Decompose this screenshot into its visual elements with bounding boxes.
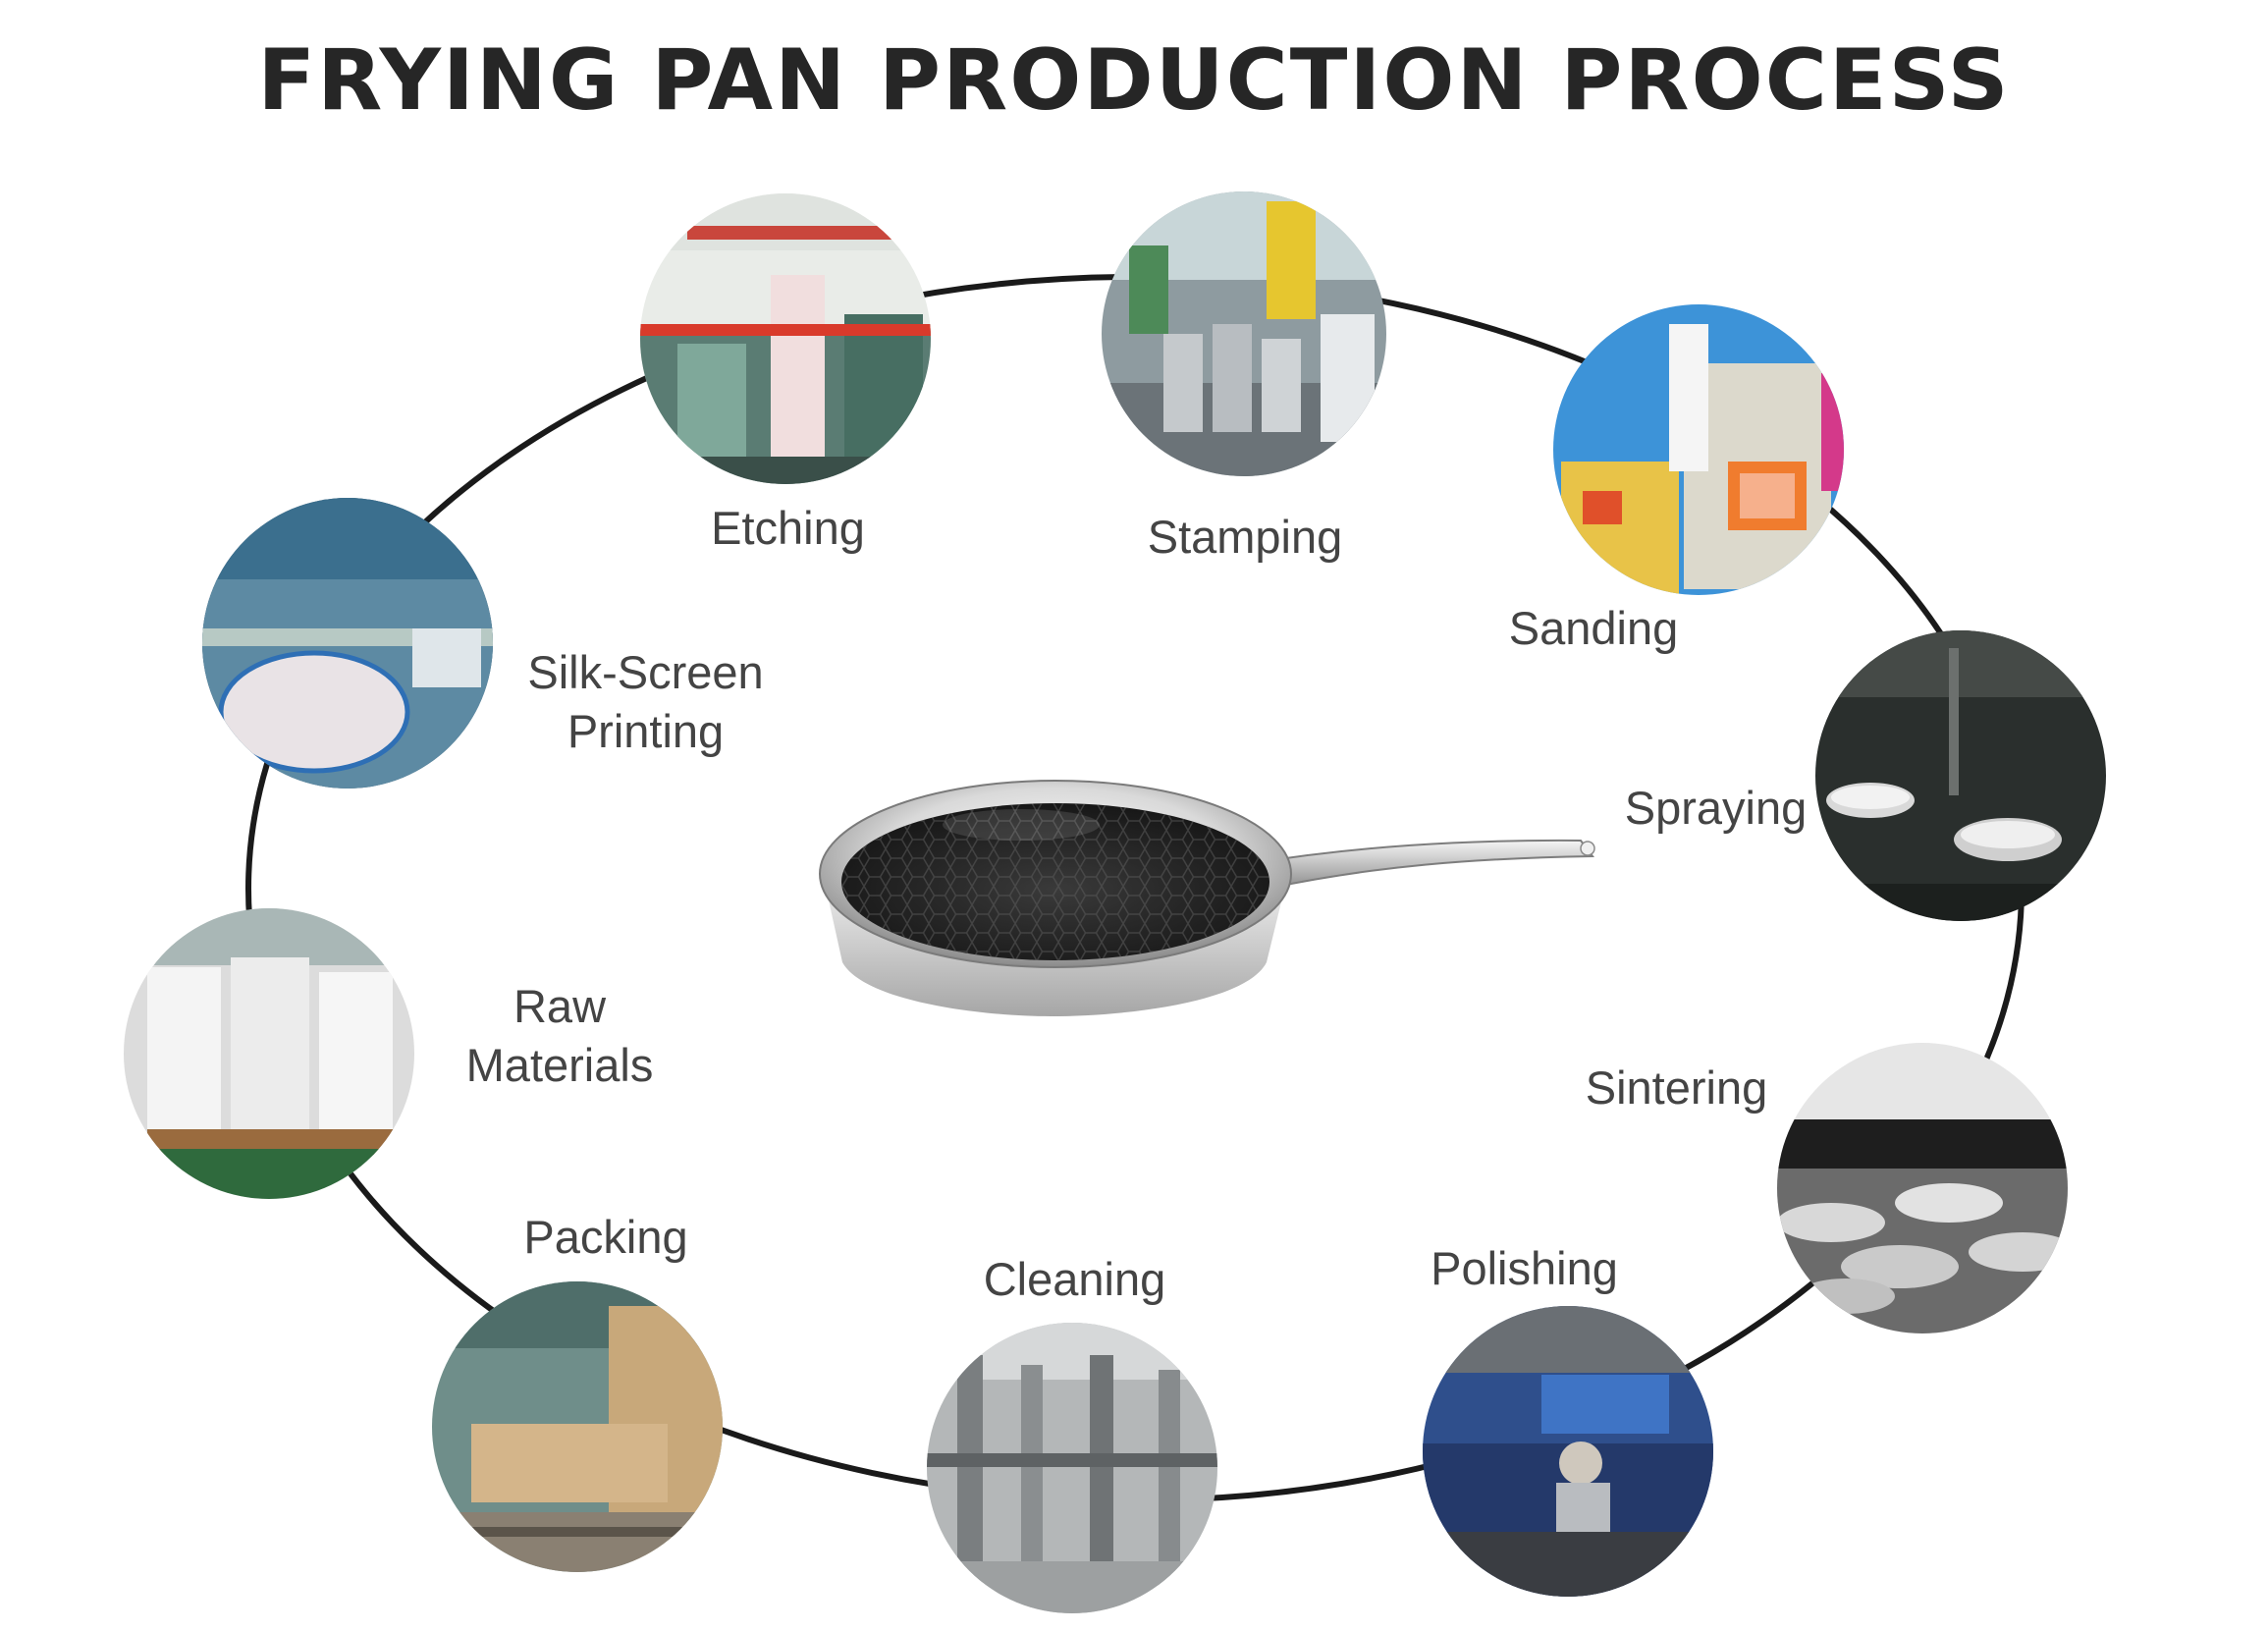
step-label-silk-screen-line-1: Silk-Screen bbox=[527, 646, 764, 698]
step-label-cleaning: Cleaning bbox=[983, 1253, 1166, 1305]
etching-photo bbox=[640, 193, 931, 484]
step-label-raw-materials-line-1: Raw bbox=[513, 980, 607, 1032]
frying-pan-illustration bbox=[819, 780, 1595, 1016]
packing-photo bbox=[432, 1281, 723, 1572]
silk-screen-photo bbox=[202, 498, 493, 789]
polishing-photo bbox=[1423, 1306, 1713, 1597]
step-label-etching: Etching bbox=[711, 502, 865, 554]
step-label-polishing: Polishing bbox=[1431, 1242, 1618, 1294]
step-label-packing: Packing bbox=[523, 1211, 688, 1263]
step-label-raw-materials: Raw Materials bbox=[442, 977, 677, 1095]
step-label-sintering: Sintering bbox=[1585, 1061, 1768, 1114]
raw-materials-photo bbox=[124, 908, 414, 1199]
step-label-stamping: Stamping bbox=[1147, 511, 1343, 563]
spraying-photo bbox=[1815, 630, 2106, 921]
step-label-sanding: Sanding bbox=[1508, 602, 1679, 654]
step-label-raw-materials-line-2: Materials bbox=[465, 1039, 654, 1091]
sintering-photo bbox=[1777, 1043, 2068, 1333]
step-label-silk-screen-line-2: Printing bbox=[567, 705, 725, 757]
step-label-spraying: Spraying bbox=[1624, 782, 1808, 834]
cleaning-photo bbox=[927, 1323, 1217, 1613]
sanding-photo bbox=[1553, 304, 1844, 595]
stamping-photo bbox=[1102, 191, 1386, 476]
step-label-silk-screen-printing: Silk-Screen Printing bbox=[511, 643, 781, 761]
page-title: FRYING PAN PRODUCTION PROCESS bbox=[257, 31, 2011, 130]
